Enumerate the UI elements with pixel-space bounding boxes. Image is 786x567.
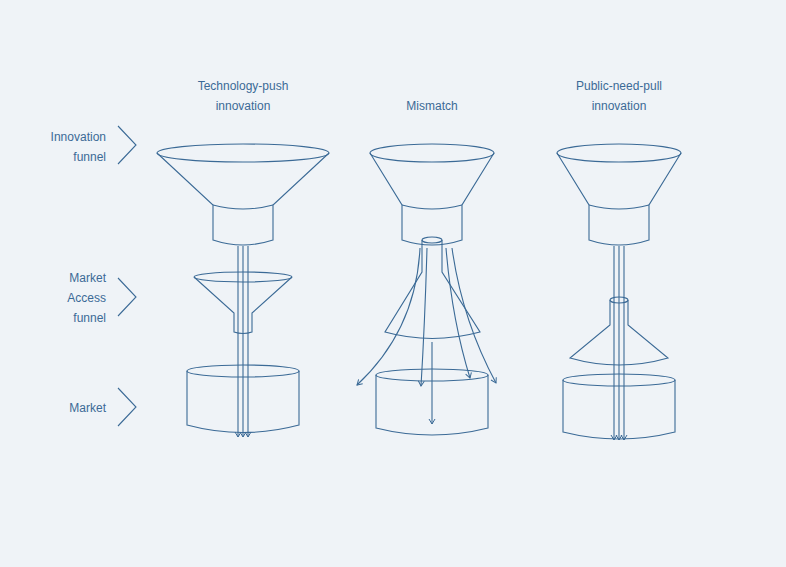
market-access-funnel <box>194 272 292 334</box>
row-chevron <box>118 126 136 164</box>
row-label: Market Access funnel <box>42 268 106 328</box>
row-label: Market <box>42 398 106 418</box>
flow-arrows <box>614 246 624 440</box>
market-cylinder <box>376 369 488 435</box>
column-heading: Technology-push innovation <box>188 76 298 116</box>
row-label: Innovation funnel <box>42 127 106 167</box>
market-access-funnel <box>385 237 480 339</box>
market-cylinder <box>187 365 299 433</box>
flow-arrows <box>238 246 248 437</box>
market-cylinder <box>563 374 675 439</box>
row-chevron <box>118 388 136 426</box>
flow-arrow <box>431 342 432 424</box>
innovation-funnel <box>370 144 494 245</box>
column-heading: Mismatch <box>377 96 487 116</box>
flow-arrows <box>357 248 496 386</box>
row-chevron <box>118 278 136 316</box>
innovation-funnel <box>157 144 329 245</box>
market-access-funnel <box>570 297 668 365</box>
innovation-funnel <box>557 144 681 245</box>
column-heading: Public-need-pull innovation <box>564 76 674 116</box>
